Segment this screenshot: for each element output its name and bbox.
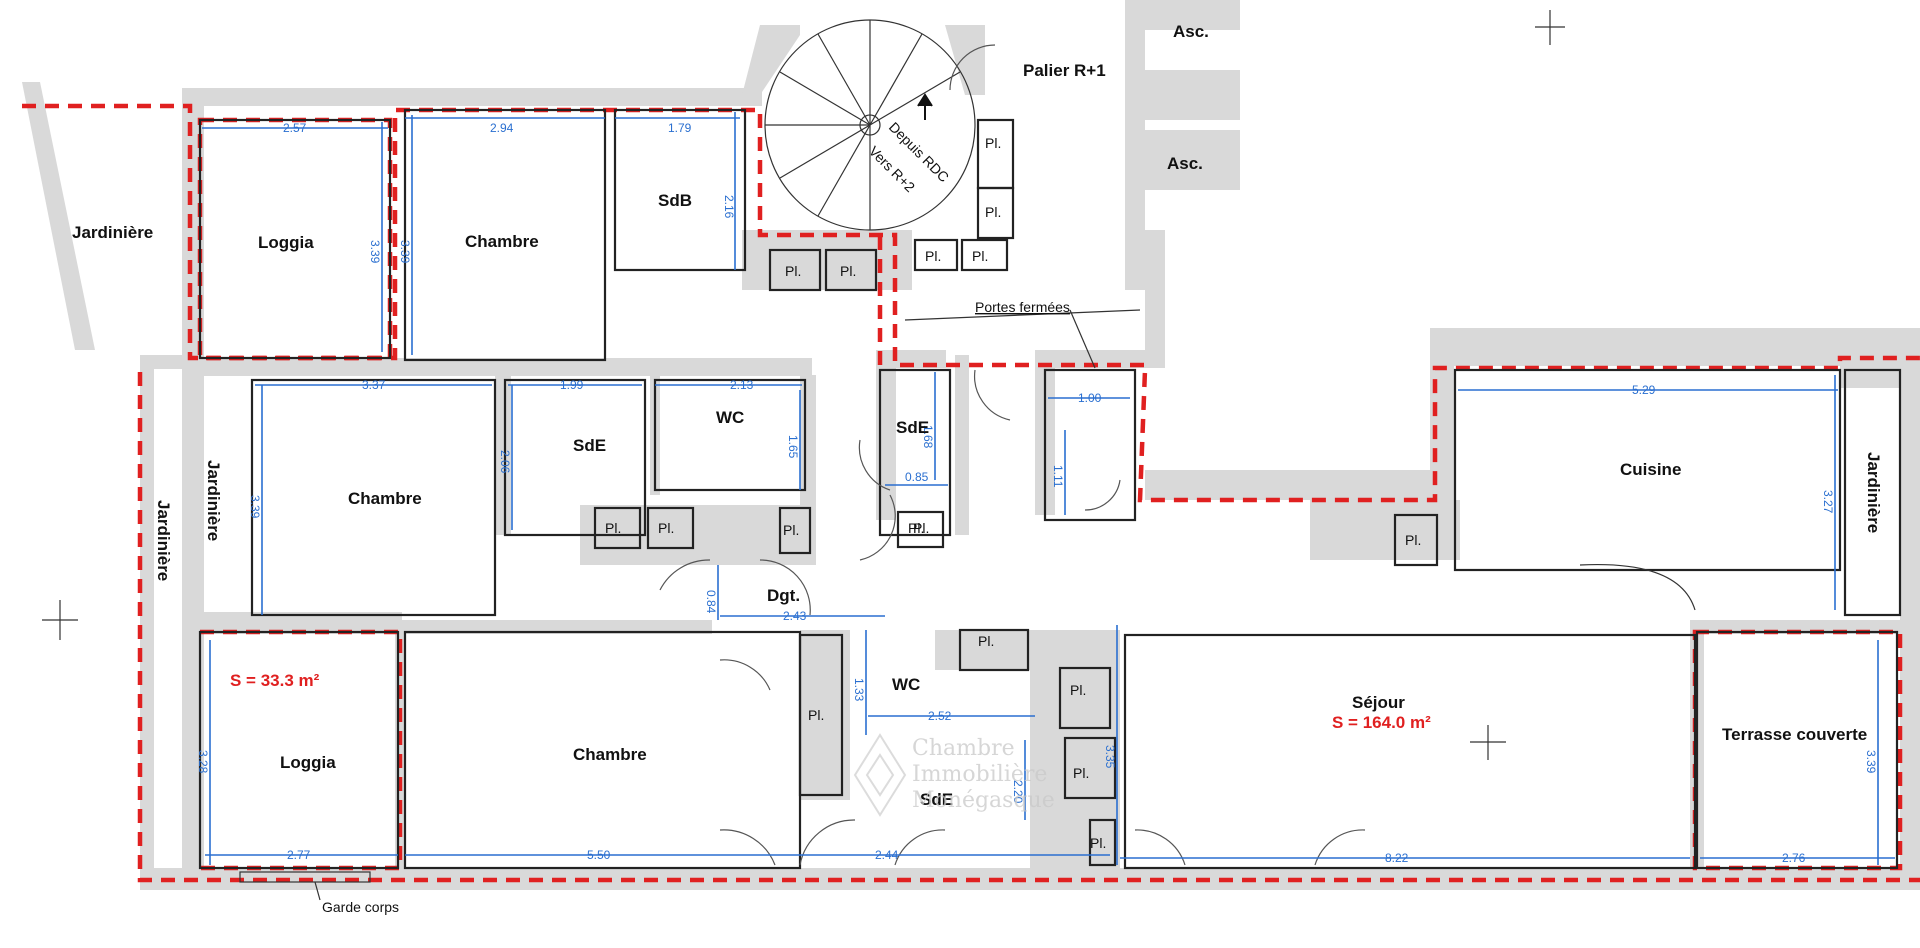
label-sde-2: SdE [896, 418, 929, 437]
placard-label: Pl. [985, 135, 1001, 151]
placard-label: Pl. [808, 707, 824, 723]
dim-2.44: 2.44 [875, 848, 899, 862]
watermark-line-2: Immobilière [912, 762, 1047, 787]
dim-1.65: 1.65 [786, 435, 800, 459]
dim-3.37: 3.37 [362, 378, 386, 392]
dim-1.11: 1.11 [1051, 465, 1065, 488]
label-portes-fermees: Portes fermées [975, 299, 1070, 315]
dim-2.77: 2.77 [287, 848, 311, 862]
dim-0.84: 0.84 [704, 590, 718, 614]
placard-label: Pl. [972, 248, 988, 264]
dim-2.43: 2.43 [783, 609, 807, 623]
label-sde-3: SdE [920, 790, 953, 809]
placard-label: Pl. [783, 522, 799, 538]
label-loggia-top: Loggia [258, 233, 314, 252]
placard-label: Pl. [1070, 682, 1086, 698]
label-chambre-1: Chambre [465, 232, 539, 251]
area-loggia: S = 33.3 m² [230, 671, 320, 690]
label-garde-corps: Garde corps [322, 899, 399, 915]
placard-label: Pl. [985, 204, 1001, 220]
label-jardiniere-left: Jardinière [154, 500, 173, 581]
label-loggia-bottom: Loggia [280, 753, 336, 772]
dim-2.20: 2.20 [1011, 780, 1025, 804]
placard-label: Pl. [785, 263, 801, 279]
placard-label: Pl. [1405, 532, 1421, 548]
dim-1.00: 1.00 [1078, 391, 1102, 405]
label-sejour: Séjour [1352, 693, 1405, 712]
label-chambre-2: Chambre [348, 489, 422, 508]
label-asc-1: Asc. [1173, 22, 1209, 41]
surface-areas: S = 33.3 m² S = 164.0 m² [230, 671, 1431, 732]
label-wc-1: WC [716, 408, 744, 427]
dim-1.99: 1.99 [560, 378, 584, 392]
watermark-line-3: Monégasque [912, 788, 1055, 813]
watermark: Chambre Immobilière Monégasque [853, 733, 1055, 817]
label-jardiniere-top: Jardinière [72, 223, 153, 242]
dim-2.52: 2.52 [928, 709, 952, 723]
fixtures [42, 10, 1902, 901]
dimension-lines [202, 112, 1895, 865]
dim-2.94: 2.94 [490, 121, 514, 135]
label-terrasse: Terrasse couverte [1722, 725, 1867, 744]
watermark-logo-icon [853, 733, 907, 817]
dim-5.29: 5.29 [1632, 383, 1656, 397]
dim-3.39-loggia: 3.39 [368, 240, 382, 264]
dim-2.16: 2.16 [722, 195, 736, 219]
dim-3.35: 3.35 [1103, 745, 1117, 769]
dim-3.39-terrasse: 3.39 [1864, 750, 1878, 774]
placard-label: Pl. [1090, 835, 1106, 851]
area-sejour: S = 164.0 m² [1332, 713, 1431, 732]
dim-3.27: 3.27 [1821, 490, 1835, 514]
placard-label: Pl. [978, 633, 994, 649]
stair-arrow-icon [917, 93, 933, 120]
watermark-line-1: Chambre [912, 736, 1015, 761]
dim-3.39-chambre: 3.39 [398, 240, 412, 264]
placard-label: Pl. [913, 520, 929, 536]
placard-labels: Pl. Pl. Pl. Pl. Pl. Pl. Pl. Pl. Pl. Pl. … [605, 135, 1421, 851]
dim-8.22: 8.22 [1385, 851, 1409, 865]
label-chambre-3: Chambre [573, 745, 647, 764]
dim-2.57: 2.57 [283, 121, 307, 135]
label-dgt: Dgt. [767, 586, 800, 605]
label-sdb: SdB [658, 191, 692, 210]
label-wc-2: WC [892, 675, 920, 694]
dimension-labels: 2.57 2.94 1.79 2.16 3.39 3.39 3.37 1.99 … [196, 121, 1878, 865]
dim-0.85: 0.85 [905, 470, 929, 484]
label-jardiniere-inner: Jardinière [204, 460, 223, 541]
placard-label: Pl. [925, 248, 941, 264]
dim-3.28: 3.28 [196, 750, 210, 774]
placard-label: Pl. [840, 263, 856, 279]
placard-label: Pl. [658, 520, 674, 536]
dim-1.68: 1.68 [921, 425, 935, 449]
dim-2.76: 2.76 [1782, 851, 1806, 865]
dim-1.79: 1.79 [668, 121, 692, 135]
dim-5.50: 5.50 [587, 848, 611, 862]
label-asc-2: Asc. [1167, 154, 1203, 173]
label-jardiniere-right: Jardinière [1864, 452, 1883, 533]
stair-treads [765, 20, 961, 230]
label-sde-1: SdE [573, 436, 606, 455]
dim-3.39-chambre2: 3.39 [248, 495, 262, 519]
placard-label: Pl. [1073, 765, 1089, 781]
placard-label: Pl. [908, 520, 924, 536]
placard-label: Pl. [605, 520, 621, 536]
dim-1.33: 1.33 [852, 678, 866, 702]
dim-2.06: 2.06 [498, 450, 512, 474]
dim-2.13: 2.13 [730, 378, 754, 392]
label-cuisine: Cuisine [1620, 460, 1681, 479]
label-palier: Palier R+1 [1023, 61, 1106, 80]
